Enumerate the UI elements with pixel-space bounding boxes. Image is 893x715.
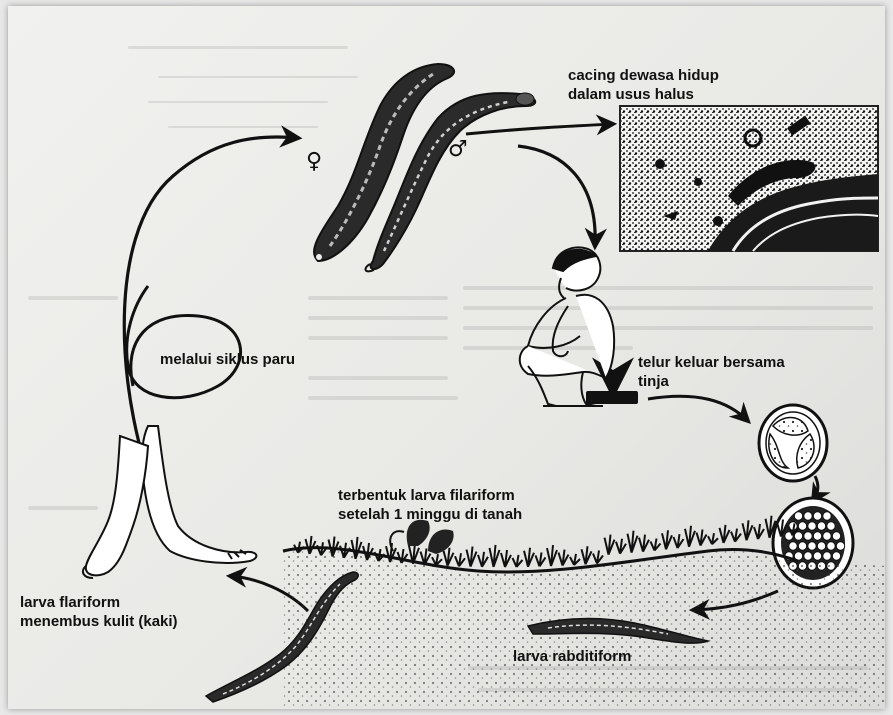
label-adult-worms-line1: cacing dewasa hidup — [568, 66, 719, 85]
label-filariform-penetrates-line1: larva flariform — [20, 593, 178, 612]
book-page: ♀ ♂ — [8, 6, 885, 709]
label-eggs-out: telur keluar bersama tinja — [638, 353, 785, 391]
arrow-to-micrograph — [466, 124, 613, 134]
lung-cycle-loop — [127, 286, 241, 398]
label-adult-worms: cacing dewasa hidup dalam usus halus — [568, 66, 719, 104]
female-symbol: ♀ — [306, 149, 322, 174]
label-filariform-penetrates: larva flariform menembus kulit (kaki) — [20, 593, 178, 631]
label-eggs-out-line2: tinja — [638, 372, 785, 391]
label-adult-worms-line2: dalam usus halus — [568, 85, 719, 104]
label-filariform-formed: terbentuk larva filariform setelah 1 min… — [338, 486, 522, 524]
label-filariform-formed-line2: setelah 1 minggu di tanah — [338, 505, 522, 524]
male-symbol: ♂ — [448, 137, 468, 162]
egg-early-icon — [759, 405, 827, 481]
label-rhabditiform: larva rabditiform — [513, 647, 631, 666]
stool-icon — [586, 391, 638, 404]
squatting-person-icon — [520, 247, 614, 406]
arrow-to-egg — [648, 396, 748, 421]
label-filariform-penetrates-line2: menembus kulit (kaki) — [20, 612, 178, 631]
legs-icon — [83, 426, 256, 578]
label-eggs-out-line1: telur keluar bersama — [638, 353, 785, 372]
intestine-micrograph-icon — [620, 106, 878, 251]
label-filariform-formed-line1: terbentuk larva filariform — [338, 486, 522, 505]
label-lung-cycle: melalui siklus paru — [160, 350, 295, 369]
arrow-to-person — [518, 146, 595, 246]
